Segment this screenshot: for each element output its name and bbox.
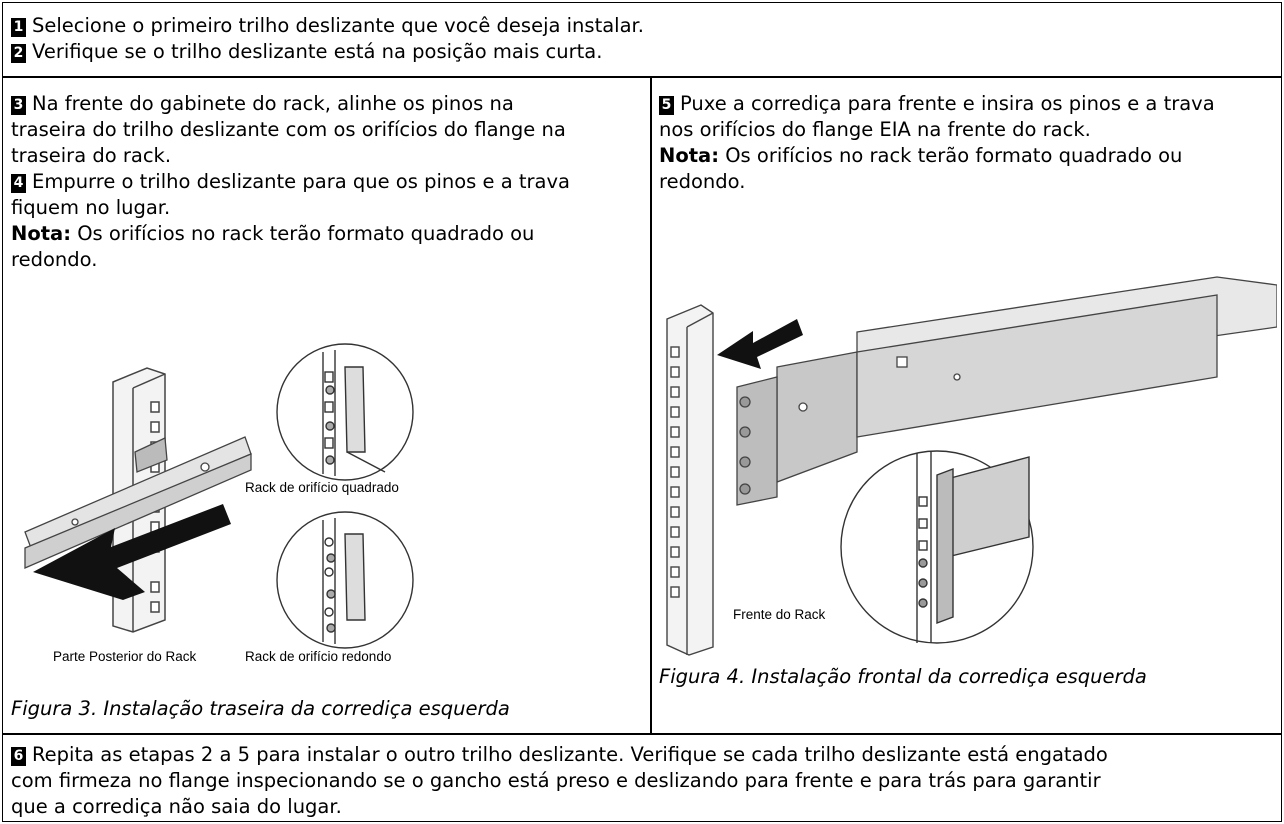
round-hole-label: Rack de orifício redondo [245,649,392,664]
note-line-2: redondo. [11,248,98,271]
front-rack-post [666,304,714,656]
note-label: Nota: [659,144,719,167]
step-6-line-3: que a corrediça não saia do lugar. [11,795,342,818]
step-1: 1 Selecione o primeiro trilho deslizante … [11,13,644,39]
right-panel: 5 Puxe a corrediça para frente e insira o… [650,76,1282,735]
figure-3-caption: Figura 3. Instalação traseira da corredi… [11,697,510,720]
front-rack-label: Frente do Rack [733,607,826,622]
rear-installation-illustration [24,343,414,649]
front-installation-illustration [666,276,1277,656]
front-detail [840,450,1034,644]
steps-1-2-box: 1 Selecione o primeiro trilho deslizante … [2,2,1282,78]
round-hole-detail [276,511,414,649]
step-4-number: 4 [11,174,26,193]
figure-4-caption: Figura 4. Instalação frontal da corrediç… [659,665,1147,688]
rear-rack-label: Parte Posterior do Rack [53,649,197,664]
note-line-1: Os orifícios no rack terão formato quadr… [77,222,535,245]
step-6-line-1: Repita as etapas 2 a 5 para instalar o o… [32,743,1108,766]
square-hole-label: Rack de orifício quadrado [245,480,399,495]
step-3-number: 3 [11,96,26,115]
step-5-number: 5 [659,96,674,115]
step-1-text: Selecione o primeiro trilho deslizante q… [32,14,644,37]
step-4-line-1: Empurre o trilho deslizante para que os … [32,170,570,193]
step-3-line-2: traseira do trilho deslizante com os ori… [11,118,566,141]
step-6-box: 6 Repita as etapas 2 a 5 para instalar o … [2,733,1282,822]
step-1-number: 1 [11,18,26,37]
pull-arrow [717,319,803,369]
square-hole-detail [276,343,414,481]
step-3-line-3: traseira do rack. [11,144,172,167]
step-2: 2 Verifique se o trilho deslizante está n… [11,39,644,65]
step-2-text: Verifique se o trilho deslizante está na… [32,40,603,63]
note-label: Nota: [11,222,71,245]
left-panel: 3 Na frente do gabinete do rack, alinhe o… [2,76,652,735]
step-6-line-2: com firmeza no flange inspecionando se o… [11,769,1101,792]
front-slide-rail [736,276,1277,506]
step-5-line-2: nos orifícios do flange EIA na frente do… [659,118,1091,141]
step-3-line-1: Na frente do gabinete do rack, alinhe os… [32,92,514,115]
slide-rail [24,436,252,569]
step-6-number: 6 [11,747,26,766]
step-4-line-2: fiquem no lugar. [11,196,171,219]
step-5-line-1: Puxe a corrediça para frente e insira os… [680,92,1215,115]
push-arrow [33,504,231,600]
note-line-2: redondo. [659,170,746,193]
step-2-number: 2 [11,44,26,63]
note-line-1: Os orifícios no rack terão formato quadr… [725,144,1183,167]
